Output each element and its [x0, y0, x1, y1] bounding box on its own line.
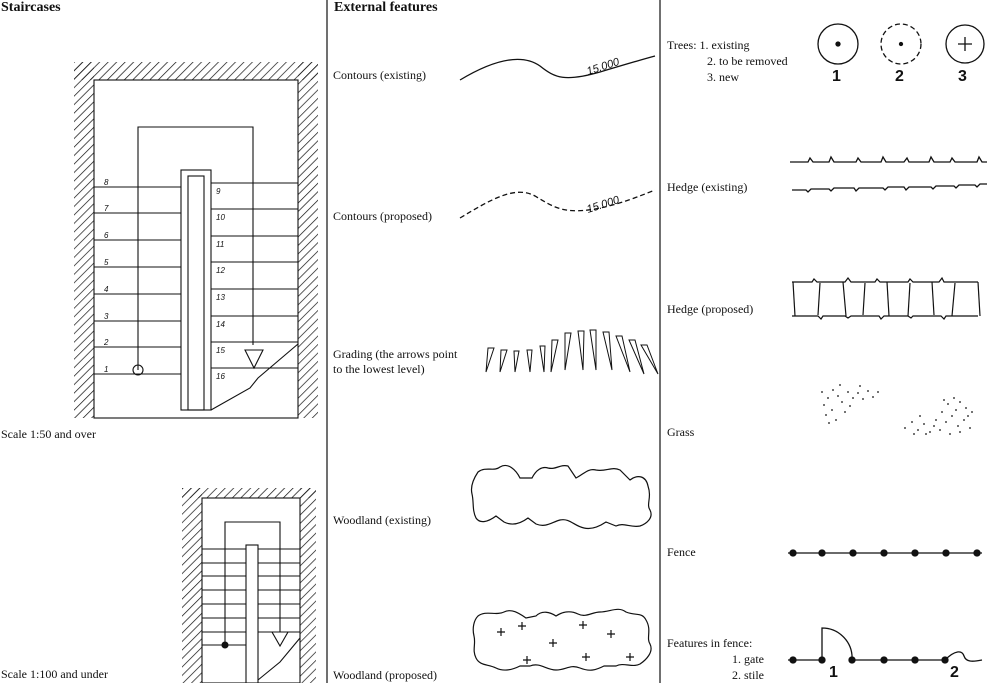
step-number: 11 — [216, 240, 224, 249]
woodland-existing-outline — [470, 464, 652, 530]
contour-existing-line — [459, 55, 656, 81]
grass-label: Grass — [667, 425, 695, 439]
fence-feature-number-2: 2 — [950, 664, 959, 681]
tree-new-symbol — [945, 24, 985, 64]
step-number: 16 — [216, 372, 225, 381]
heading-external-features: External features — [334, 0, 438, 15]
fence-features-line — [788, 627, 983, 664]
step-number: 3 — [104, 312, 109, 321]
grading-label-line2: to the lowest level) — [333, 362, 425, 376]
step-number: 13 — [216, 293, 225, 302]
trees-label-line1: Trees: 1. existing — [667, 38, 750, 52]
heading-staircases: Staircases — [1, 0, 61, 15]
fence-features-label-line1: Features in fence: — [667, 636, 753, 650]
hedge-proposed-label: Hedge (proposed) — [667, 302, 754, 316]
step-number: 12 — [216, 266, 225, 275]
step-number: 6 — [104, 231, 109, 240]
step-number: 2 — [103, 338, 109, 347]
contour-proposed-line — [459, 189, 656, 219]
tree-number-1: 1 — [832, 68, 841, 85]
tree-removed-symbol — [880, 23, 922, 65]
contour-existing-value: 15.000 — [585, 56, 622, 78]
staircase-small-drawing — [182, 488, 316, 683]
step-number: 15 — [216, 346, 225, 355]
step-number: 7 — [104, 204, 109, 213]
woodland-existing-label: Woodland (existing) — [333, 513, 432, 527]
right-step-numbers: 9 10 11 12 13 14 15 16 — [216, 187, 225, 381]
step-number: 8 — [104, 178, 109, 187]
left-step-numbers: 8 7 6 5 4 3 2 1 — [103, 178, 109, 374]
tree-existing-symbol — [817, 23, 859, 65]
woodland-proposed-outline — [472, 608, 652, 671]
tree-number-3: 3 — [958, 68, 967, 85]
tree-symbols — [817, 23, 985, 65]
trees-label-line2: 2. to be removed — [707, 54, 788, 68]
step-number: 10 — [216, 213, 225, 222]
fence-line — [788, 549, 982, 557]
grass-stipple — [821, 384, 973, 435]
step-number: 14 — [216, 320, 225, 329]
fence-label: Fence — [667, 545, 696, 559]
step-number: 9 — [216, 187, 221, 196]
staircase-large-drawing — [74, 62, 318, 419]
scale-large-label: Scale 1:50 and over — [1, 427, 96, 441]
woodland-proposed-label: Woodland (proposed) — [333, 668, 438, 682]
tree-number-2: 2 — [895, 68, 904, 85]
fence-feature-number-1: 1 — [829, 664, 838, 681]
woodland-proposed-marks — [497, 621, 634, 664]
contours-existing-label: Contours (existing) — [333, 68, 426, 82]
fence-features-label-line2: 1. gate — [732, 652, 764, 666]
hedge-existing-lines — [790, 155, 987, 193]
step-number: 1 — [104, 365, 108, 374]
grading-label-line1: Grading (the arrows point — [333, 347, 458, 361]
hedge-existing-label: Hedge (existing) — [667, 180, 748, 194]
fence-features-label-line3: 2. stile — [732, 668, 764, 682]
scale-small-label: Scale 1:100 and under — [1, 667, 108, 681]
trees-label-line3: 3. new — [707, 70, 739, 84]
contour-proposed-value: 15.000 — [585, 194, 622, 216]
contours-proposed-label: Contours (proposed) — [333, 209, 432, 223]
step-number: 5 — [104, 258, 109, 267]
hedge-proposed-strip — [792, 276, 981, 320]
step-number: 4 — [104, 285, 109, 294]
grading-arrows — [485, 329, 659, 375]
